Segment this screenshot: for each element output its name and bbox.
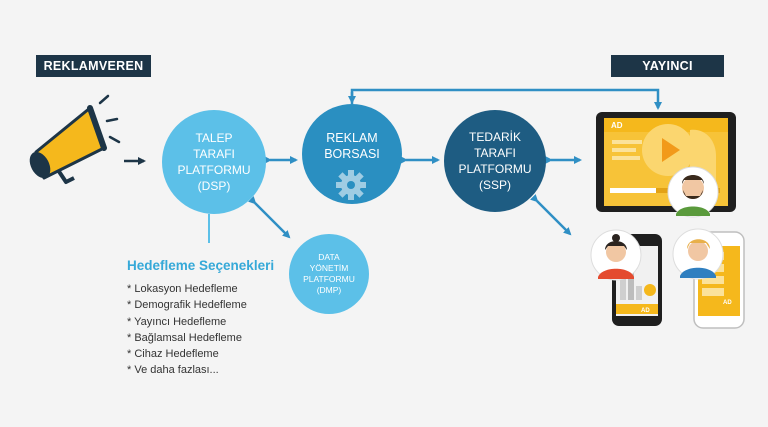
tablet-ad-badge: AD: [611, 121, 623, 130]
person-avatar-icon: [667, 166, 719, 218]
list-item: * Demografik Hedefleme: [127, 299, 247, 312]
advertiser-label: REKLAMVEREN: [36, 55, 151, 77]
list-item: * Cihaz Hedefleme: [127, 348, 219, 361]
person-avatar-icon: [672, 228, 724, 280]
list-item: * Bağlamsal Hedefleme: [127, 331, 242, 344]
list-item: * Yayıncı Hedefleme: [127, 315, 227, 328]
dsp-dmp-arrow: [247, 195, 291, 239]
publisher-feedback-line: [350, 88, 662, 110]
list-item: * Ve daha fazlası...: [127, 364, 219, 377]
megaphone-icon: [29, 94, 121, 184]
publisher-label: YAYINCI: [611, 55, 724, 77]
targeting-list: * Lokasyon Hedefleme * Demografik Hedefl…: [127, 281, 247, 379]
targeting-title: Hedefleme Seçenekleri: [127, 258, 275, 273]
person-avatar-icon: [590, 229, 642, 281]
tablet-icon: [596, 112, 736, 212]
gear-icon: [336, 170, 366, 200]
phone-right-ad-badge: AD: [723, 300, 732, 306]
phone-left-ad-badge: AD: [641, 308, 650, 314]
ssp-node: TEDARİK TARAFI PLATFORMU (SSP): [444, 110, 546, 212]
dmp-node: DATA YÖNETİM PLATFORMU (DMP): [289, 234, 369, 314]
dsp-node: TALEP TARAFI PLATFORMU (DSP): [162, 110, 266, 214]
list-item: * Lokasyon Hedefleme: [127, 283, 238, 295]
ssp-phones-arrow: [529, 193, 572, 236]
ad-exchange-label: REKLAM BORSASI: [324, 131, 380, 161]
